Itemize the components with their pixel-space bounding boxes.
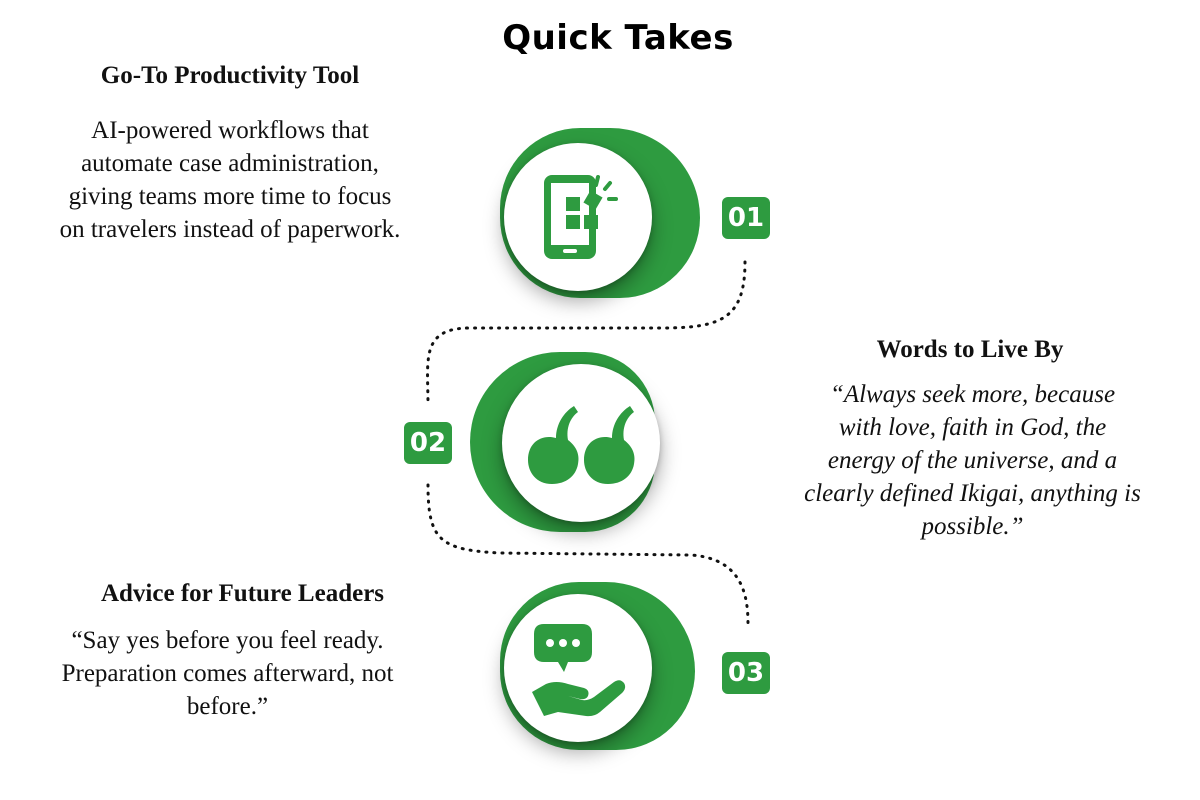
node-01-circle	[504, 143, 652, 291]
node-03	[500, 582, 725, 752]
item-01-line: giving teams more time to focus	[68, 183, 392, 210]
node-03-circle	[504, 594, 652, 742]
item-02-line: possible.”	[921, 513, 1024, 540]
item-02-line: energy of the universe, and a	[827, 447, 1118, 474]
badge-02: 02	[404, 422, 452, 464]
item-01-line: automate case administration,	[81, 150, 379, 177]
tablet-apps-icon	[544, 175, 618, 259]
badge-03: 03	[722, 652, 770, 694]
item-03-line: “Say yes before you feel ready.	[71, 627, 384, 654]
item-02-body: “Always seek more, because with love, fa…	[775, 378, 1170, 543]
quote-marks-icon	[528, 406, 635, 484]
item-01-line: AI-powered workflows that	[91, 117, 369, 144]
item-03-line: Preparation comes afterward, not	[61, 660, 394, 687]
node-02-circle	[502, 364, 660, 522]
item-02-heading: Words to Live By	[876, 336, 1064, 363]
item-03-body: “Say yes before you feel ready. Preparat…	[20, 624, 435, 723]
chat-hand-icon	[532, 624, 626, 717]
page-title: Quick Takes	[502, 18, 734, 58]
item-03-heading: Advice for Future Leaders	[100, 580, 385, 607]
item-01-body: AI-powered workflows that automate case …	[10, 114, 450, 246]
item-02-line: with love, faith in God, the	[838, 414, 1107, 441]
item-02-line: clearly defined Ikigai, anything is	[804, 480, 1141, 507]
node-02	[470, 352, 700, 532]
item-02-line: “Always seek more, because	[829, 381, 1116, 408]
badge-01: 01	[722, 197, 770, 239]
item-01-heading: Go-To Productivity Tool	[100, 62, 360, 89]
node-01	[500, 128, 725, 298]
item-01-line: on travelers instead of paperwork.	[59, 216, 401, 243]
item-03-line: before.”	[186, 693, 269, 720]
